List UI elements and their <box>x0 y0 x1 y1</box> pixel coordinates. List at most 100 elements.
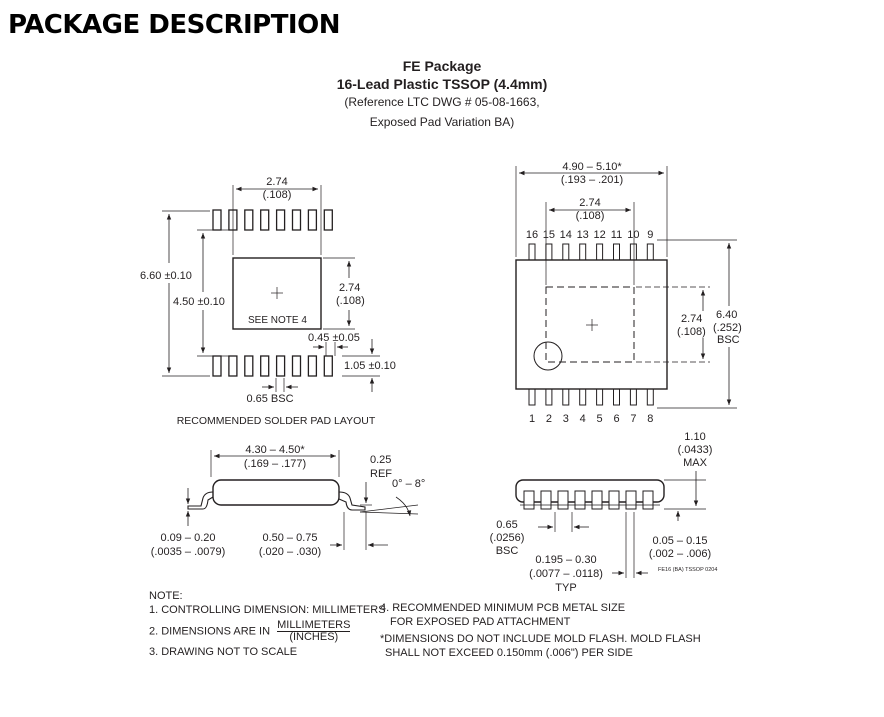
top-pad-v-dim: 2.74 <box>681 313 702 325</box>
pin-number: 6 <box>613 413 619 425</box>
body-length-dim-inch: (.193 – .201) <box>561 174 623 186</box>
solder-pad <box>228 355 238 377</box>
end-pitch-bsc: BSC <box>496 545 519 557</box>
end-pitch-dim: 0.65 <box>496 519 517 531</box>
solder-pad <box>275 355 286 377</box>
solder-pad <box>212 355 222 377</box>
package-lead <box>596 388 604 406</box>
top-pad-dim-inch: (.108) <box>576 210 605 222</box>
end-lead <box>608 490 620 510</box>
pad-outer-dim: 6.60 ±0.10 <box>140 270 192 282</box>
end-lead <box>540 490 552 510</box>
solder-pad-layout <box>162 185 380 392</box>
top-view <box>515 166 737 409</box>
package-lead <box>629 388 637 406</box>
notes-left: NOTE: 1. CONTROLLING DIMENSION: MILLIMET… <box>149 589 386 659</box>
note-2-numerator: MILLIMETERS <box>277 619 351 632</box>
pin-number: 12 <box>593 229 605 241</box>
solder-pad <box>323 209 333 231</box>
pad-top-dim-inch: (.108) <box>263 189 292 201</box>
lead-row-top <box>528 243 654 261</box>
lead-thickness-dim: 0.09 – 0.20 <box>160 532 215 544</box>
solder-pad <box>291 355 302 377</box>
body-width-dim: 6.40 <box>716 309 737 321</box>
pad-exposed-dim: 2.74 <box>339 282 360 294</box>
pin-number: 3 <box>563 413 569 425</box>
package-lead <box>629 243 637 261</box>
solder-pad <box>275 209 286 231</box>
side-body-dim: 4.30 – 4.50* <box>245 444 305 456</box>
pad-exposed-dim-inch: (.108) <box>336 295 365 307</box>
end-lead <box>523 490 535 510</box>
package-lead <box>528 388 536 406</box>
end-lead <box>591 490 603 510</box>
body-width-dim-inch: (.252) <box>713 322 742 334</box>
exposed-pad-outline <box>232 257 322 330</box>
pin-number: 2 <box>546 413 552 425</box>
left-lead <box>187 491 214 510</box>
side-ref-label: REF <box>370 468 392 480</box>
exposed-pad-hidden-outline <box>545 286 635 363</box>
side-angle: 0° – 8° <box>392 478 425 490</box>
pin-number: 13 <box>577 229 589 241</box>
end-lead <box>557 490 569 510</box>
solder-pad <box>244 209 254 231</box>
solder-pad <box>212 209 222 231</box>
package-lead <box>545 388 553 406</box>
pad-row-bottom <box>212 355 333 377</box>
notes-heading: NOTE: <box>149 590 183 602</box>
pad-top-dim: 2.74 <box>266 176 287 188</box>
end-lead <box>625 490 637 510</box>
package-lead <box>613 243 620 261</box>
package-lead <box>562 243 570 261</box>
note-5-line2: SHALL NOT EXCEED 0.150mm (.006") PER SID… <box>385 647 633 659</box>
notes-right: 4. RECOMMENDED MINIMUM PCB METAL SIZE FO… <box>380 601 701 660</box>
page-title: PACKAGE DESCRIPTION <box>8 10 340 40</box>
top-pad-v-dim-inch: (.108) <box>677 326 706 338</box>
solder-pad <box>260 355 270 377</box>
package-body-outline <box>515 259 668 390</box>
pin-number: 4 <box>580 413 586 425</box>
top-pad-dim: 2.74 <box>579 197 600 209</box>
pin-number: 16 <box>526 229 538 241</box>
solder-pad <box>307 209 318 231</box>
solder-pad <box>291 209 302 231</box>
pin-number: 10 <box>627 229 639 241</box>
lead-width-typ: TYP <box>555 582 576 594</box>
package-name: FE Package <box>402 58 482 74</box>
package-subtitle: 16-Lead Plastic TSSOP (4.4mm) <box>336 76 548 92</box>
lead-thickness-dim-inch: (.0035 – .0079) <box>151 546 226 558</box>
lead-width-dim: 0.195 – 0.30 <box>535 554 596 566</box>
pad-pitch-dim: 0.65 BSC <box>246 393 293 405</box>
note-4-line1: 4. RECOMMENDED MINIMUM PCB METAL SIZE <box>380 602 626 614</box>
pad-length-dim: 1.05 ±0.10 <box>344 360 396 372</box>
pin-number: 8 <box>647 413 653 425</box>
package-lead <box>613 388 620 406</box>
lead-width-dim-inch: (.0077 – .0118) <box>529 568 603 580</box>
pin-number: 15 <box>543 229 555 241</box>
pin1-indicator <box>533 341 563 371</box>
note-3: 3. DRAWING NOT TO SCALE <box>149 646 298 658</box>
side-body-outline <box>212 479 340 506</box>
note-2: 2. DIMENSIONS ARE IN MILLIMETERS (INCHES… <box>149 620 386 643</box>
note-1: 1. CONTROLLING DIMENSION: MILLIMETERS <box>149 604 386 616</box>
solder-pad <box>244 355 254 377</box>
standoff-dim-inch: (.002 – .006) <box>649 548 711 560</box>
note-2-fraction: MILLIMETERS (INCHES) <box>277 619 351 643</box>
package-reference-line2: Exposed Pad Variation BA) <box>369 115 515 129</box>
pin-number: 9 <box>647 229 653 241</box>
drawing-id: FE16 (BA) TSSOP 0204 <box>658 567 717 573</box>
package-lead <box>596 243 604 261</box>
height-dim-inch: (.0433) <box>678 444 713 456</box>
pin-number: 11 <box>611 229 622 241</box>
see-note-label: SEE NOTE 4 <box>248 315 307 326</box>
standoff-dim: 0.05 – 0.15 <box>652 535 707 547</box>
pad-inner-dim: 4.50 ±0.10 <box>173 296 225 308</box>
pad-row-top <box>212 209 333 231</box>
end-lead <box>642 490 654 510</box>
height-max: MAX <box>683 457 708 469</box>
package-lead <box>562 388 570 406</box>
solder-pad <box>307 355 318 377</box>
